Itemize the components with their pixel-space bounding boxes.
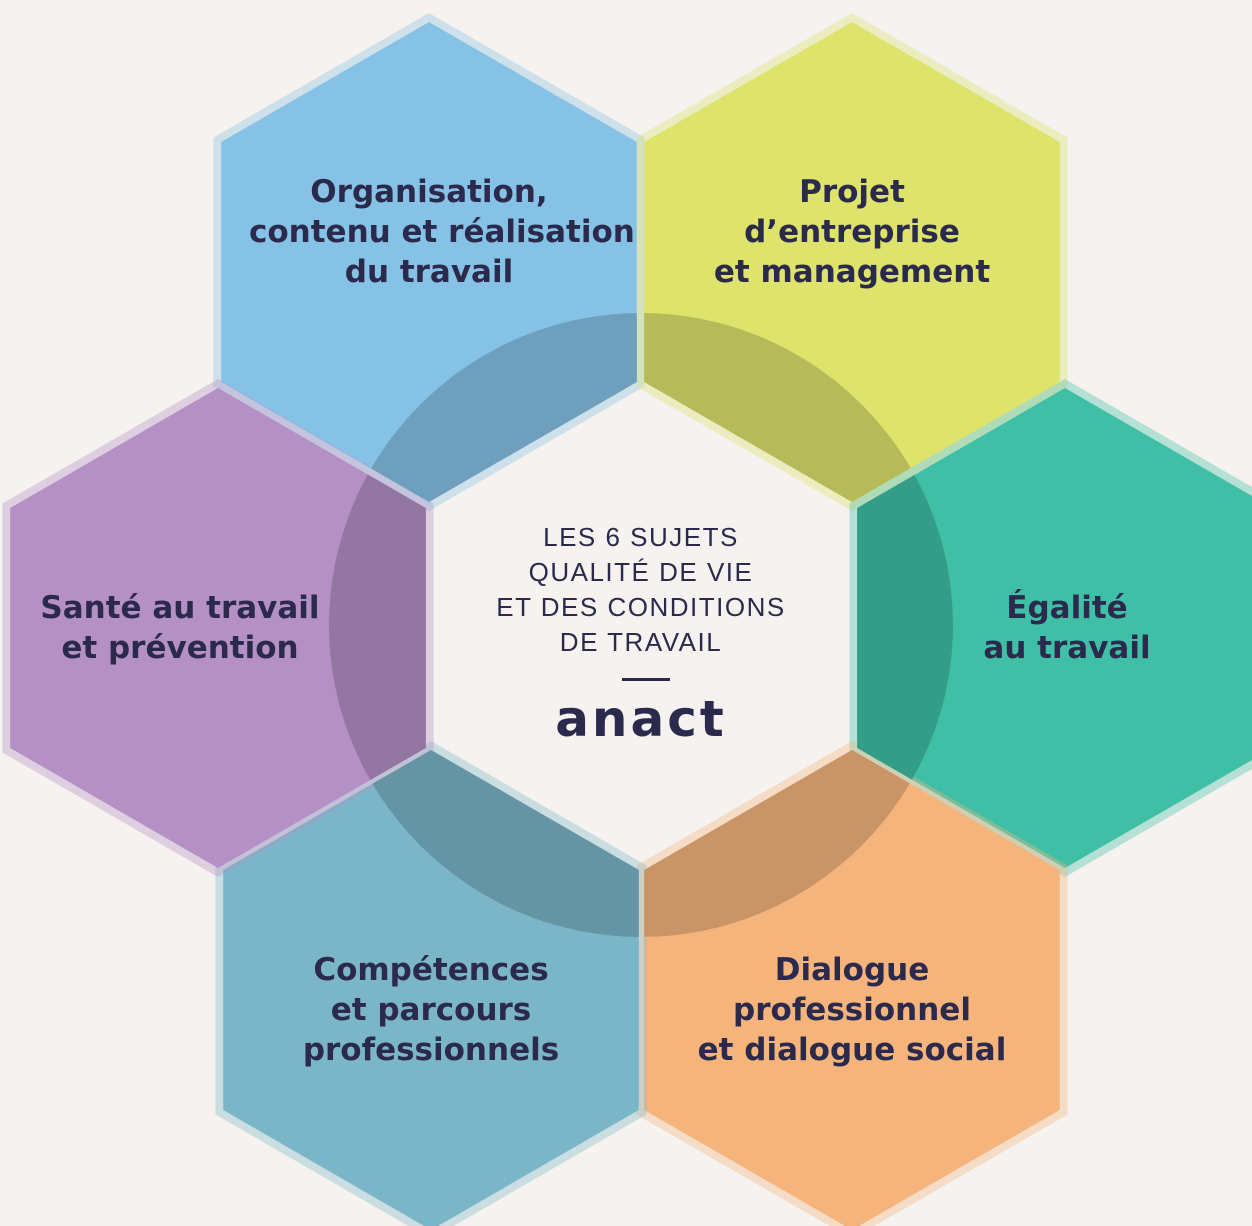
hexagon-label-organisation: Organisation, contenu et réalisation du … [249, 172, 635, 292]
label-line: professionnels [302, 1032, 560, 1068]
label-line: contenu et réalisation [249, 214, 635, 250]
label-line: et parcours [330, 992, 532, 1028]
center-title-line: QUALITÉ DE VIE [528, 557, 754, 587]
label-line: Compétences [313, 952, 549, 988]
hexagon-label-egalite: Égalité au travail [887, 588, 1247, 668]
label-line: Santé au travail [40, 590, 320, 626]
label-line: et management [713, 254, 991, 290]
center-title-line: DE TRAVAIL [559, 627, 723, 657]
center-title-line: ET DES CONDITIONS [496, 592, 786, 622]
center-title-line: LES 6 SUJETS [543, 522, 739, 552]
hexagon-ring-overlap-competences [329, 750, 639, 937]
hexagon-ring-overlap-dialogue [644, 750, 953, 937]
hexagon-label-dialogue: Dialogue professionnel et dialogue socia… [672, 950, 1032, 1070]
label-line: Égalité [1006, 590, 1128, 626]
label-line: et prévention [61, 630, 299, 666]
hexagon-label-sante: Santé au travail et prévention [0, 588, 360, 668]
label-line: Organisation, [310, 174, 548, 210]
label-line: d’entreprise [744, 214, 960, 250]
hexagon-egalite [857, 388, 1252, 868]
label-line: au travail [983, 630, 1151, 666]
center-divider [622, 678, 670, 681]
center-title: LES 6 SUJETS QUALITÉ DE VIE ET DES CONDI… [461, 520, 821, 660]
label-line: professionnel [733, 992, 971, 1028]
label-line: Dialogue [774, 952, 930, 988]
anact-logo: anact [555, 690, 727, 748]
hexagon-label-projet: Projet d’entreprise et management [672, 172, 1032, 292]
label-line: Projet [799, 174, 905, 210]
hexagon-sante [10, 388, 426, 868]
hexagon-ring-overlap-projet [644, 313, 953, 502]
label-line: du travail [344, 254, 514, 290]
label-line: et dialogue social [697, 1032, 1007, 1068]
hexagon-label-competences: Compétences et parcours professionnels [251, 950, 611, 1070]
hexagon-ring-overlap-organisation [329, 313, 637, 502]
